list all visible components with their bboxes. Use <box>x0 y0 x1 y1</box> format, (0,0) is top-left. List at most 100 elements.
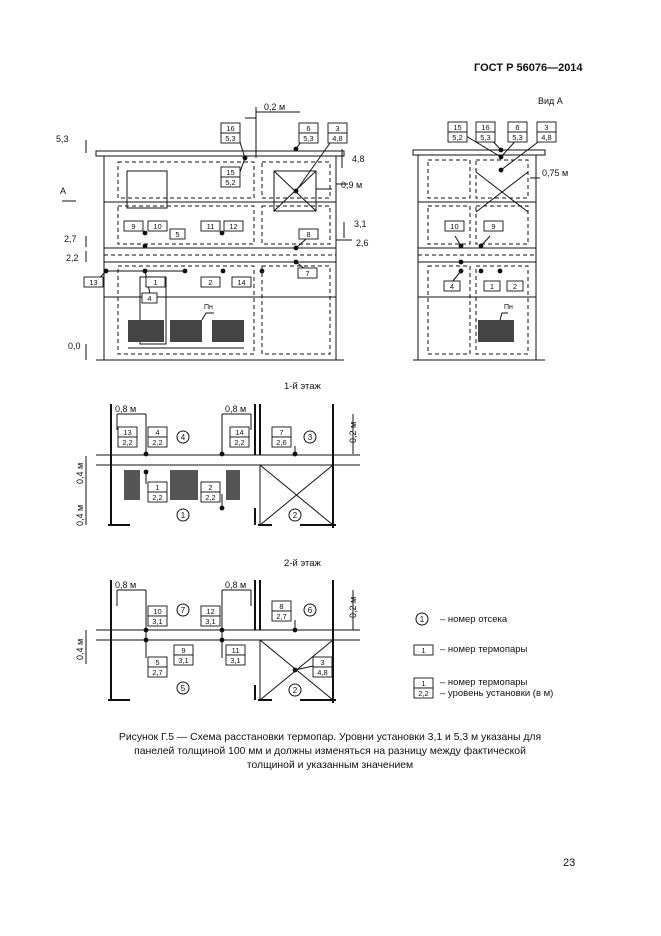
svg-text:8: 8 <box>306 230 310 239</box>
svg-text:1: 1 <box>420 615 425 624</box>
svg-text:0,2 м: 0,2 м <box>348 597 358 618</box>
svg-text:9: 9 <box>181 646 185 655</box>
svg-text:5,3: 5,3 <box>512 133 522 142</box>
svg-text:6: 6 <box>306 124 310 133</box>
svg-text:0,4 м: 0,4 м <box>75 505 85 526</box>
svg-text:0,8 м: 0,8 м <box>115 404 136 414</box>
svg-text:10: 10 <box>153 222 161 231</box>
svg-text:2,2: 2,2 <box>152 493 162 502</box>
svg-text:15: 15 <box>226 168 234 177</box>
svg-text:3,1: 3,1 <box>205 617 215 626</box>
svg-text:6: 6 <box>308 606 313 615</box>
svg-text:Пн: Пн <box>504 304 513 311</box>
svg-text:11: 11 <box>232 646 240 655</box>
svg-text:5: 5 <box>175 230 179 239</box>
svg-text:Вид А: Вид А <box>538 96 563 106</box>
svg-text:0,2 м: 0,2 м <box>348 422 358 443</box>
svg-text:– номер термопары: – номер термопары <box>440 644 528 655</box>
svg-text:16: 16 <box>481 123 489 132</box>
svg-text:1: 1 <box>155 483 159 492</box>
svg-text:2,2: 2,2 <box>152 438 162 447</box>
svg-text:1: 1 <box>421 646 425 655</box>
svg-text:8: 8 <box>279 602 283 611</box>
figure-caption: Рисунок Г.5 — Схема расстановки термопар… <box>118 732 542 771</box>
floor2-title: 2-й этаж <box>284 558 322 569</box>
floor1-title: 1-й этаж <box>284 381 322 392</box>
svg-text:10: 10 <box>153 607 161 616</box>
svg-text:0,8 м: 0,8 м <box>115 580 136 590</box>
svg-text:7: 7 <box>305 269 309 278</box>
elevation-view-a: Вид А Пн 0,75 м <box>412 96 568 361</box>
svg-text:14: 14 <box>235 428 243 437</box>
svg-text:10: 10 <box>450 222 458 231</box>
svg-text:5: 5 <box>155 658 159 667</box>
svg-text:15: 15 <box>453 123 461 132</box>
svg-text:2,7: 2,7 <box>276 612 286 621</box>
floor1-plan: 0,8 м 0,8 м 0,2 м 0,4 м 0,4 м 1 2 3 4 13… <box>75 404 360 528</box>
svg-text:9: 9 <box>131 222 135 231</box>
svg-text:0,8 м: 0,8 м <box>225 404 246 414</box>
svg-text:0,8 м: 0,8 м <box>225 580 246 590</box>
svg-text:3: 3 <box>308 433 313 442</box>
svg-text:11: 11 <box>207 222 215 231</box>
svg-text:4,8: 4,8 <box>352 154 365 164</box>
heater-icon <box>124 470 240 500</box>
svg-text:12: 12 <box>229 222 237 231</box>
svg-text:2,2: 2,2 <box>66 253 79 263</box>
svg-text:0,2 м: 0,2 м <box>264 102 285 112</box>
svg-text:6: 6 <box>515 123 519 132</box>
svg-text:1: 1 <box>153 278 157 287</box>
heater-icon <box>128 320 244 349</box>
svg-text:3,1: 3,1 <box>230 656 240 665</box>
svg-text:2,6: 2,6 <box>356 238 369 248</box>
svg-text:13: 13 <box>89 278 97 287</box>
svg-text:3: 3 <box>544 123 548 132</box>
svg-text:2: 2 <box>208 483 212 492</box>
svg-text:– уровень установки (в м): – уровень установки (в м) <box>440 688 553 699</box>
svg-text:0,75 м: 0,75 м <box>542 168 568 178</box>
svg-text:5,2: 5,2 <box>225 178 235 187</box>
svg-text:– номер термопары: – номер термопары <box>440 677 528 688</box>
svg-text:5,3: 5,3 <box>480 133 490 142</box>
svg-text:2,7: 2,7 <box>64 234 77 244</box>
svg-text:4: 4 <box>181 433 186 442</box>
svg-text:2,6: 2,6 <box>276 438 286 447</box>
svg-text:4: 4 <box>147 294 151 303</box>
svg-text:3,1: 3,1 <box>354 219 367 229</box>
svg-text:0,9 м: 0,9 м <box>341 180 362 190</box>
svg-text:2,2: 2,2 <box>234 438 244 447</box>
svg-text:3,1: 3,1 <box>152 617 162 626</box>
svg-text:14: 14 <box>237 278 245 287</box>
svg-text:2: 2 <box>293 511 298 520</box>
svg-text:А: А <box>60 186 66 196</box>
svg-text:1: 1 <box>490 282 494 291</box>
svg-text:3: 3 <box>335 124 339 133</box>
svg-text:2: 2 <box>513 282 517 291</box>
svg-text:0,4 м: 0,4 м <box>75 463 85 484</box>
svg-text:5,3: 5,3 <box>56 134 69 144</box>
heater-icon <box>478 320 514 342</box>
svg-text:16: 16 <box>226 124 234 133</box>
svg-text:2,2: 2,2 <box>205 493 215 502</box>
svg-text:4,8: 4,8 <box>317 668 327 677</box>
svg-text:12: 12 <box>206 607 214 616</box>
svg-text:3,1: 3,1 <box>178 656 188 665</box>
svg-text:2: 2 <box>208 278 212 287</box>
elevation-front: Пн <box>56 102 369 361</box>
svg-text:4: 4 <box>450 282 454 291</box>
svg-text:4,8: 4,8 <box>332 134 342 143</box>
svg-text:2,7: 2,7 <box>152 668 162 677</box>
svg-text:5,2: 5,2 <box>452 133 462 142</box>
svg-text:9: 9 <box>491 222 495 231</box>
svg-text:Пн: Пн <box>204 304 213 311</box>
svg-text:0,0: 0,0 <box>68 341 81 351</box>
svg-text:7: 7 <box>279 428 283 437</box>
svg-text:2,2: 2,2 <box>122 438 132 447</box>
legend: 1 – номер отсека 1 – номер термопары 1 2… <box>413 612 553 699</box>
page-number: 23 <box>563 857 576 869</box>
svg-text:4,8: 4,8 <box>541 133 551 142</box>
document-header: ГОСТ Р 56076—2014 <box>474 62 583 74</box>
svg-text:7: 7 <box>181 606 186 615</box>
svg-text:2: 2 <box>293 686 298 695</box>
